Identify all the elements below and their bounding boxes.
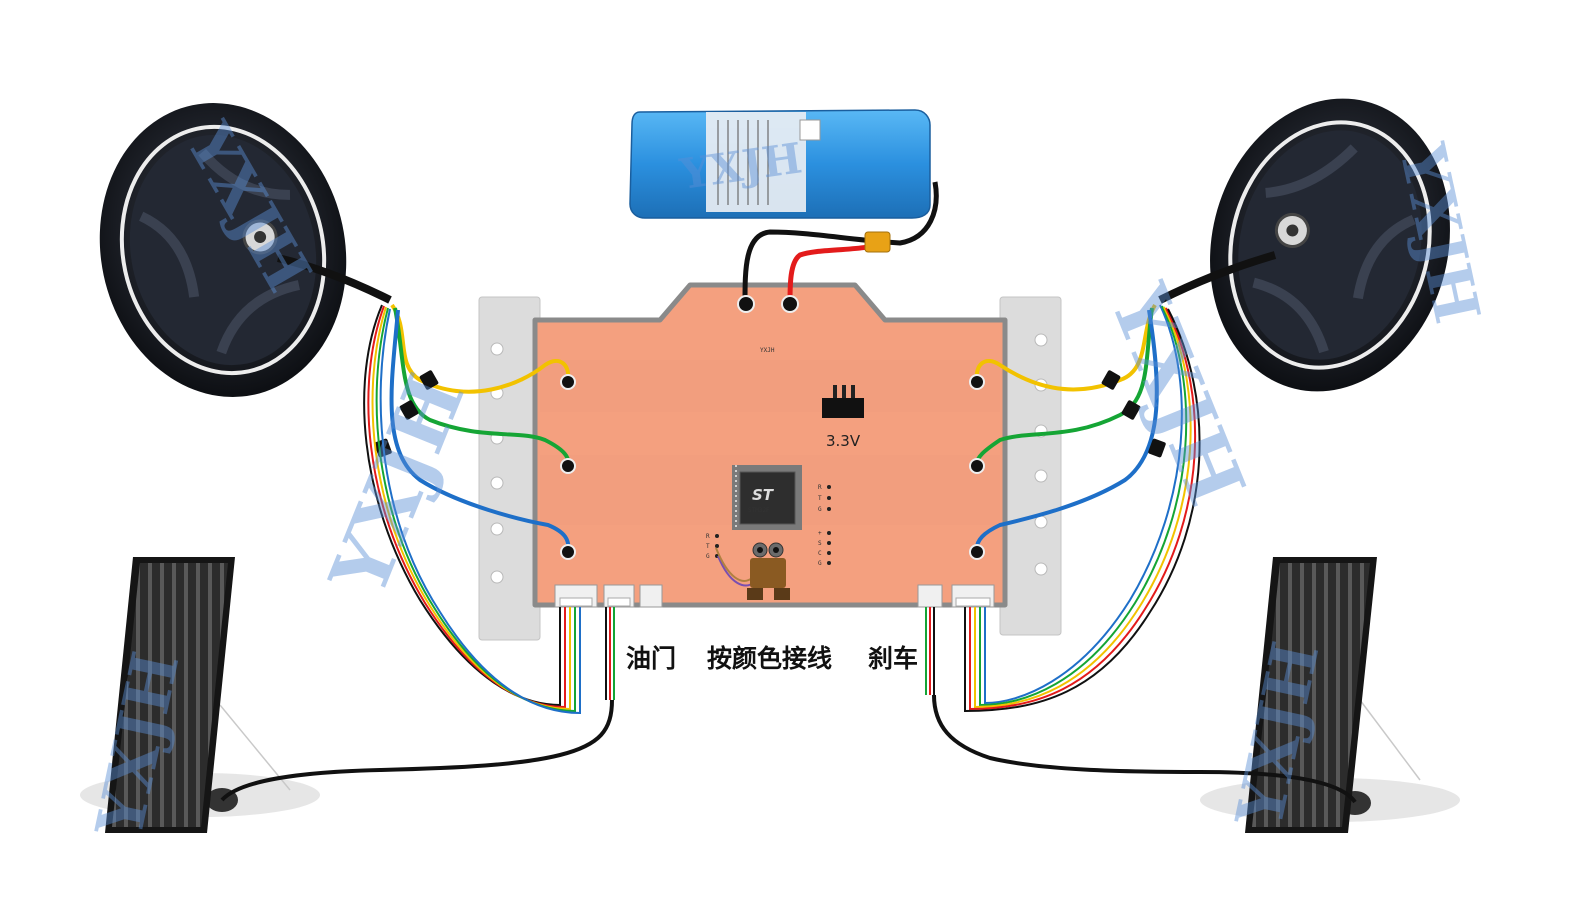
right-hub-motor-wheel-icon bbox=[1210, 98, 1450, 392]
connect-by-color-label: 按颜色接线 bbox=[707, 644, 832, 673]
controller-board-icon: YXJH bbox=[532, 282, 1008, 608]
left-mount-rail bbox=[478, 296, 541, 641]
left-hub-motor-wheel-icon bbox=[99, 103, 347, 397]
pin-label: + bbox=[818, 530, 822, 537]
battery-negative-wire bbox=[742, 181, 939, 303]
hall-connector-right bbox=[951, 584, 995, 608]
right-phase-terminals bbox=[969, 374, 985, 560]
throttle-pedal-icon bbox=[80, 557, 320, 833]
pin-label: S bbox=[818, 540, 822, 547]
battery-negative-terminal bbox=[737, 295, 755, 313]
voltage-regulator-icon bbox=[822, 385, 864, 418]
svg-text:STM32F: STM32F bbox=[748, 507, 770, 514]
left-motor-cable bbox=[277, 254, 392, 304]
pin-label: R bbox=[818, 484, 822, 491]
right-phase-sleeves bbox=[1101, 370, 1166, 458]
pin-label: G bbox=[818, 560, 822, 567]
svg-text:YXJH: YXJH bbox=[313, 363, 483, 608]
right-phase-wires bbox=[974, 303, 1159, 553]
left-phase-terminals bbox=[560, 374, 576, 560]
brake-pedal-icon bbox=[1200, 557, 1460, 833]
spare-connector bbox=[639, 584, 663, 608]
svg-text:YXJH: YXJH bbox=[760, 347, 775, 354]
watermark-left-board: YXJH bbox=[313, 363, 483, 608]
pin-label: T bbox=[706, 543, 710, 550]
uart-header-right: R T G bbox=[818, 484, 831, 513]
mcu-chip-icon: ST STM32F bbox=[732, 465, 802, 530]
hall-connector-left bbox=[554, 584, 598, 608]
throttle-connector bbox=[603, 584, 635, 608]
svg-text:ST: ST bbox=[752, 486, 775, 504]
regulator-voltage-label: 3.3V bbox=[826, 432, 861, 450]
pin-label: G bbox=[706, 553, 710, 560]
brake-connector bbox=[917, 584, 943, 608]
pin-label: T bbox=[818, 495, 822, 502]
battery-pack-icon: YXJH bbox=[629, 109, 931, 219]
right-motor-cable bbox=[1158, 251, 1277, 304]
robot-icon bbox=[715, 542, 790, 600]
right-mount-rail bbox=[999, 296, 1062, 636]
xt60-connector-icon bbox=[864, 231, 891, 253]
throttle-cable bbox=[220, 607, 615, 802]
right-hall-wires bbox=[964, 304, 1201, 713]
swd-header: + S C G bbox=[818, 530, 831, 567]
left-phase-wires bbox=[389, 303, 571, 553]
battery-positive-terminal bbox=[781, 295, 799, 313]
battery-positive-wire bbox=[787, 239, 891, 303]
throttle-label: 油门 bbox=[626, 644, 676, 673]
pin-label: G bbox=[818, 506, 822, 513]
brake-label: 刹车 bbox=[868, 644, 918, 673]
pin-label: R bbox=[706, 533, 710, 540]
pin-label: C bbox=[818, 550, 822, 557]
brake-cable bbox=[925, 607, 1357, 804]
left-hall-wires bbox=[363, 304, 581, 715]
